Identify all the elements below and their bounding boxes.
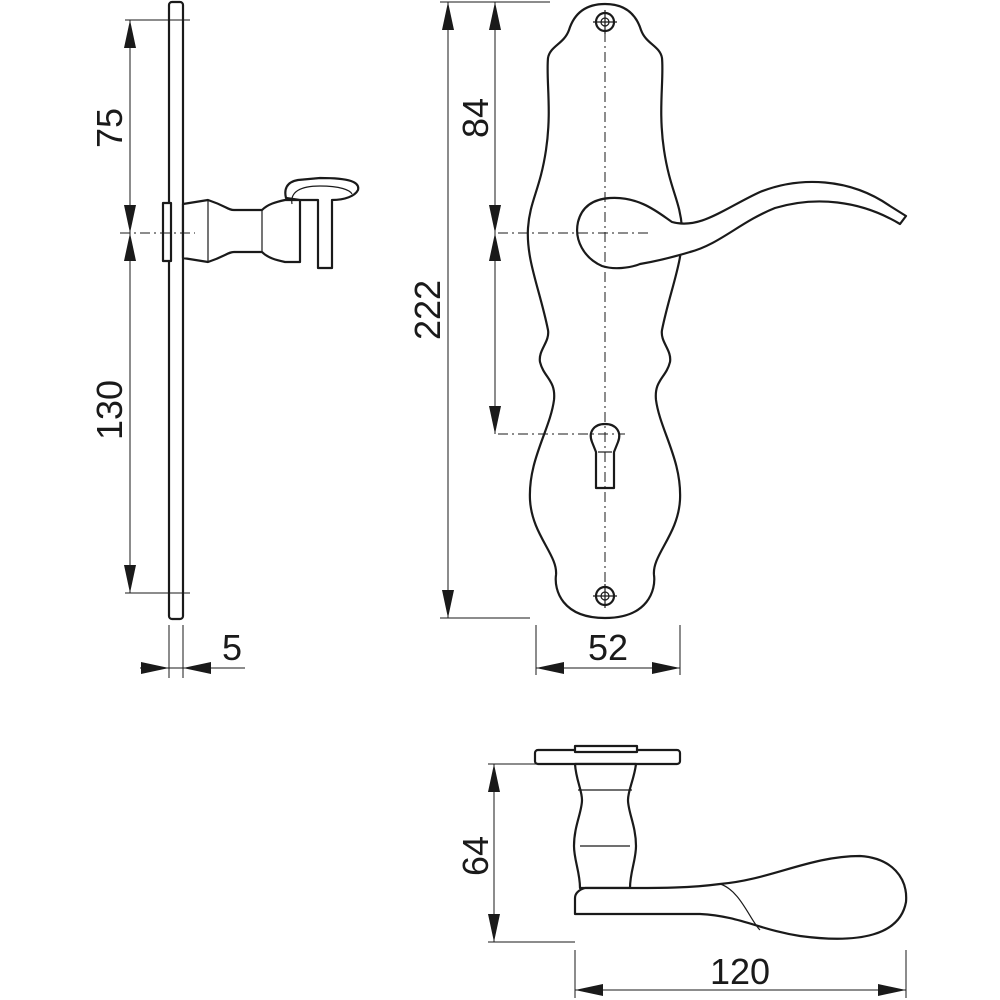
- top-neck: [572, 762, 638, 890]
- dim-total-height: 222: [407, 280, 448, 340]
- dim-spindle-to-top: 84: [455, 98, 496, 138]
- dim-plate-width: 52: [588, 627, 628, 668]
- dim-projection: 64: [455, 836, 496, 876]
- side-lever-curl: [291, 185, 353, 205]
- side-lever: [284, 176, 360, 270]
- dim-side-thickness: 5: [222, 627, 242, 668]
- side-neck-detail: [207, 200, 263, 262]
- dim-lever-length: 120: [710, 951, 770, 992]
- side-boss: [161, 201, 173, 263]
- side-backplate: [167, 0, 185, 621]
- top-view: 64 120: [455, 744, 908, 998]
- top-lever: [573, 854, 908, 940]
- side-neck: [181, 198, 302, 264]
- front-view: 222 84 52: [407, 1, 908, 675]
- front-lever: [576, 180, 908, 270]
- dim-side-upper: 75: [89, 108, 130, 148]
- side-view: 75 130 5: [89, 0, 360, 678]
- front-backplate: [526, 2, 684, 620]
- dim-side-lower: 130: [89, 380, 130, 440]
